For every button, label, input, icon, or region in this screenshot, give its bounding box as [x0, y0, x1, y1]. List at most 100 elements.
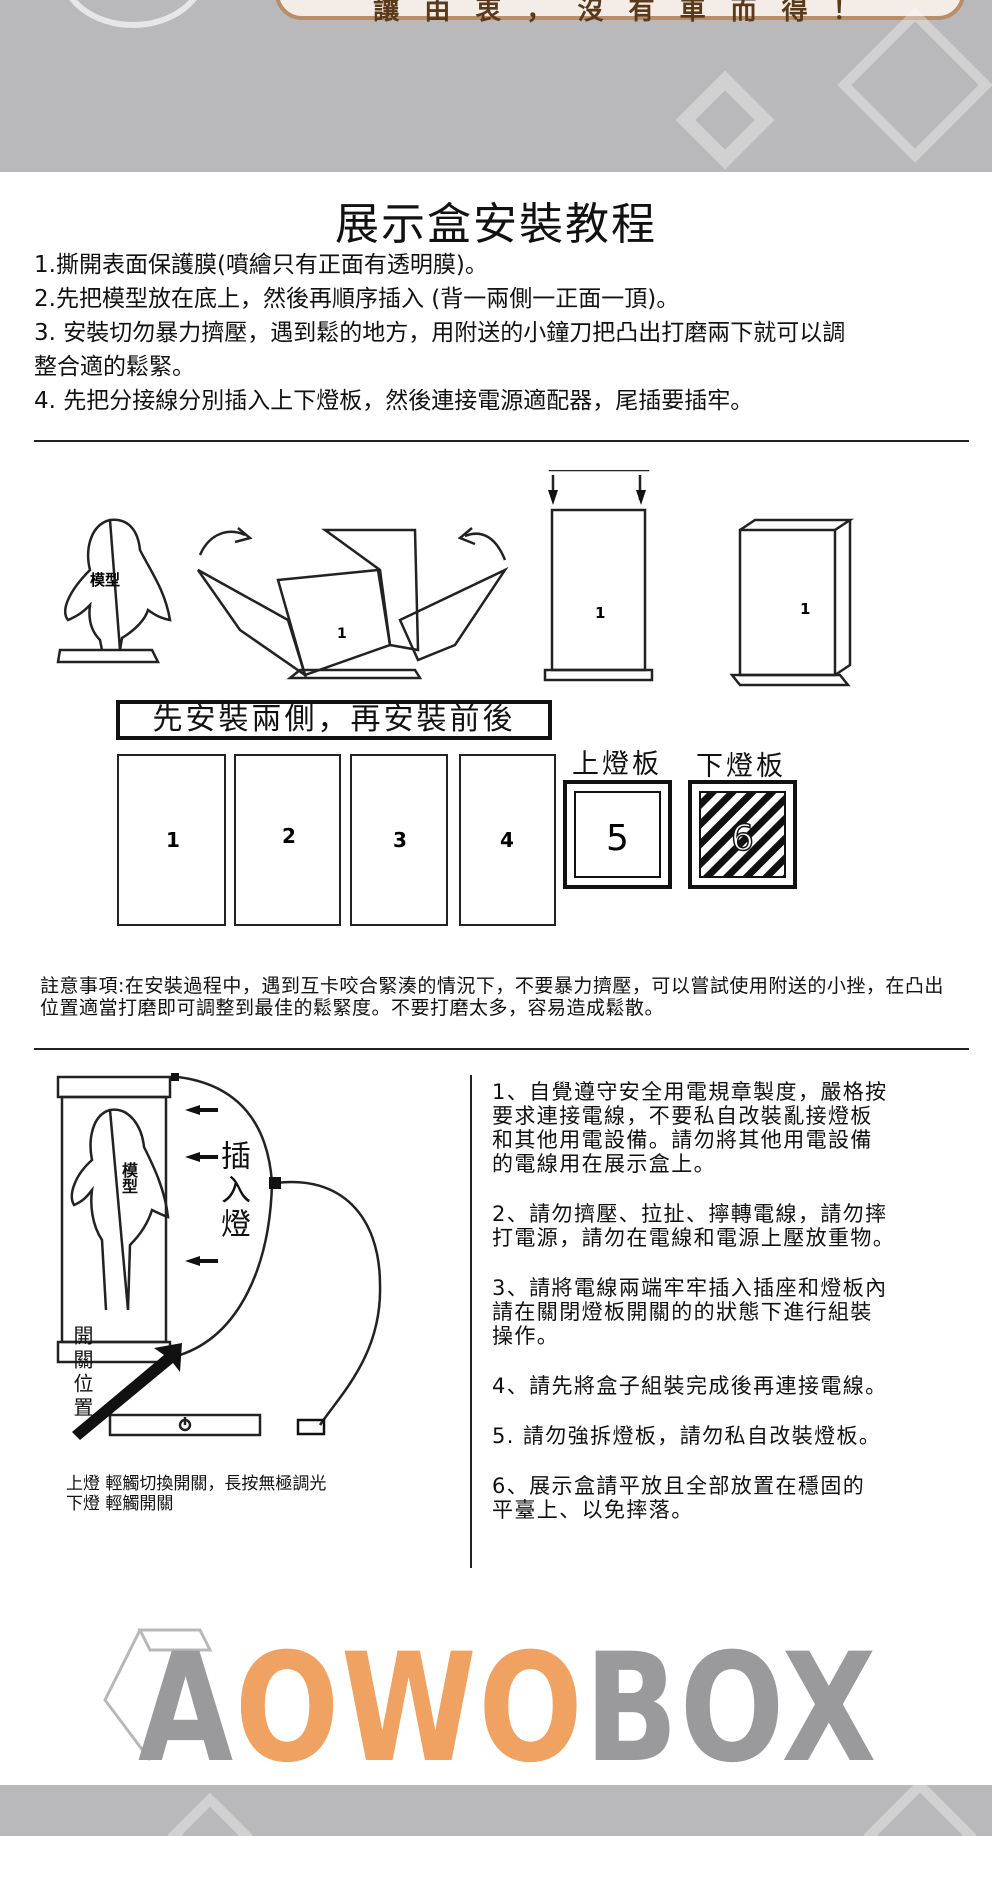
banner-circle-decoration	[58, 0, 208, 28]
rotate-arrow-right	[464, 532, 507, 561]
top-banner: 讓 由 衷 ， 沒 有 車 而 得 ！	[0, 0, 992, 172]
left-arrow-icon	[185, 1256, 200, 1266]
panel-outline	[459, 754, 556, 926]
step-4: 4. 先把分接線分別插入上下燈板，然後連接電源適配器，尾插要插牢。	[34, 388, 754, 414]
instruction-steps: 1.撕開表面保護膜(噴繪只有正面有透明膜)。 2.先把模型放在底上，然後再順序插…	[34, 248, 974, 418]
column-divider	[470, 1075, 472, 1568]
lid-guides	[551, 475, 642, 500]
finished-box-top	[739, 518, 855, 677]
box-number: 1	[800, 600, 810, 618]
logo-letter: B	[584, 1622, 679, 1770]
logo-letter: O	[235, 1622, 341, 1770]
panel-number: 1	[166, 828, 180, 852]
upper-light-board	[563, 780, 672, 889]
step-2: 2.先把模型放在底上，然後再順序插入 (背一兩側一正面一頂)。	[34, 286, 680, 312]
step-3-continued: 整合適的鬆緊。	[34, 354, 195, 380]
lower-light-number: 6	[731, 818, 754, 859]
logo-letter: W	[341, 1622, 478, 1770]
logo-cube-edge	[103, 1629, 152, 1761]
upper-light-board-inner	[574, 791, 661, 878]
back-panel	[321, 528, 420, 652]
rotate-arrow-left-head	[234, 527, 253, 544]
diamond-decoration	[675, 70, 775, 170]
left-arrow-icon-tail	[200, 1108, 218, 1112]
banner-pill: 讓 由 衷 ， 沒 有 車 而 得 ！	[275, 0, 965, 26]
model-label: 模型	[90, 571, 120, 589]
divider	[34, 1048, 969, 1050]
down-arrow-icon	[636, 490, 646, 505]
logo-letter: X	[782, 1622, 878, 1770]
usb-plug-icon	[296, 1418, 326, 1436]
logo-graphic: AOWOBOX	[103, 1622, 878, 1796]
wiring-diagram	[56, 1073, 382, 1440]
left-arrow-icon	[185, 1152, 200, 1162]
safety-rule: 2、請勿擠壓、拉扯、擰轉電線，請勿摔 打電源，請勿在電線和電源上壓放重物。	[492, 1202, 896, 1250]
insert-light-label: 插入燈	[215, 1140, 250, 1242]
finished-box	[738, 528, 837, 677]
lower-light-label: 下燈板	[696, 751, 786, 782]
box-number: 1	[595, 604, 605, 622]
box-base	[543, 668, 654, 682]
footer-bar	[0, 1778, 992, 1892]
brand-logo: AOWOBOX	[100, 1620, 880, 1796]
panel-number: 2	[282, 824, 296, 848]
rotate-arrow-right-head	[457, 527, 476, 546]
panel-outline	[117, 754, 226, 926]
left-arrow-icon-tail	[200, 1259, 218, 1263]
safety-rules: 1、自覺遵守安全用電規章製度，嚴格按 要求連接電線，不要私自改裝亂接燈板 和其他…	[492, 1080, 992, 1548]
down-arrow-icon	[548, 490, 558, 505]
upper-light-label: 上燈板	[572, 749, 662, 780]
base-plate	[286, 668, 423, 680]
logo-letter: A	[138, 1622, 235, 1770]
splitter-icon	[269, 1177, 281, 1189]
switch-panel	[108, 1413, 262, 1437]
caution-note: 註意事項:在安裝過程中，遇到互卡咬合緊湊的情況下，不要暴力擠壓，可以嘗試使用附送…	[40, 975, 944, 1019]
banner-text: 讓 由 衷 ， 沒 有 車 而 得 ！	[373, 0, 867, 26]
safety-rule: 1、自覺遵守安全用電規章製度，嚴格按 要求連接電線，不要私自改裝亂接燈板 和其他…	[492, 1080, 888, 1176]
panel-outline	[350, 754, 448, 926]
logo-text: AOWOBOX	[138, 1622, 878, 1770]
rotate-arrow-left	[198, 530, 246, 556]
wiring-model-label: 模型	[119, 1162, 138, 1194]
center-panel	[276, 568, 392, 677]
box-number: 1	[337, 626, 347, 642]
switch-position-label: 開關位置	[70, 1325, 94, 1421]
power-cable	[275, 1180, 382, 1426]
box-body	[550, 508, 647, 672]
divider	[34, 440, 969, 442]
top-light-board	[56, 1075, 172, 1099]
section-label: 先安裝兩側，再安裝前後	[116, 700, 552, 740]
safety-rule: 5. 請勿強拆燈板，請勿私自改裝燈板。	[492, 1424, 882, 1448]
connector-icon	[171, 1073, 179, 1081]
switch-note-upper: 上燈 輕觸切換開關，長按無極調光	[66, 1474, 327, 1494]
safety-rule: 4、請先將盒子組裝完成後再連接電線。	[492, 1374, 888, 1398]
safety-rule: 6、展示盒請平放且全部放置在穩固的 平臺上、以免摔落。	[492, 1474, 866, 1522]
panel-number: 3	[393, 828, 407, 852]
panel-outline	[234, 754, 341, 926]
logo-letter: O	[478, 1622, 584, 1770]
diamond-decoration	[167, 1792, 253, 1878]
assembly-diagram: 模型 1 1 1 1 2 3 4 5 6	[56, 470, 855, 926]
logo-cube-icon	[137, 1628, 213, 1652]
finished-box-base	[729, 673, 851, 687]
step-3: 3. 安裝切勿暴力擠壓，遇到鬆的地方，用附送的小鐘刀把凸出打磨兩下就可以調	[34, 320, 846, 346]
logo-letter: O	[680, 1622, 782, 1770]
safety-rule: 3、請將電線兩端牢牢插入插座和燈板內 請在關閉燈板開關的的狀態下進行組裝 操作。	[492, 1276, 888, 1348]
diamond-decoration	[863, 1778, 977, 1892]
page-title: 展示盒安裝教程	[335, 199, 657, 250]
upper-light-number: 5	[606, 818, 629, 859]
side-panel-right	[398, 566, 509, 662]
panel-number: 4	[500, 828, 514, 852]
model-figure	[70, 1108, 170, 1311]
left-arrow-icon	[185, 1105, 200, 1115]
left-arrow-icon-tail	[200, 1155, 218, 1159]
figure-base	[56, 648, 161, 664]
pointer-arrow-icon	[72, 1343, 182, 1440]
diamond-decoration	[837, 7, 992, 163]
model-figure	[64, 518, 172, 651]
switch-note: 上燈 輕觸切換開關，長按無極調光 下燈 輕觸開關	[66, 1474, 326, 1514]
display-case	[60, 1095, 168, 1344]
switch-note-lower: 下燈 輕觸開關	[66, 1494, 174, 1514]
lower-light-board-hatch	[699, 791, 786, 878]
step-1: 1.撕開表面保護膜(噴繪只有正面有透明膜)。	[34, 252, 488, 278]
